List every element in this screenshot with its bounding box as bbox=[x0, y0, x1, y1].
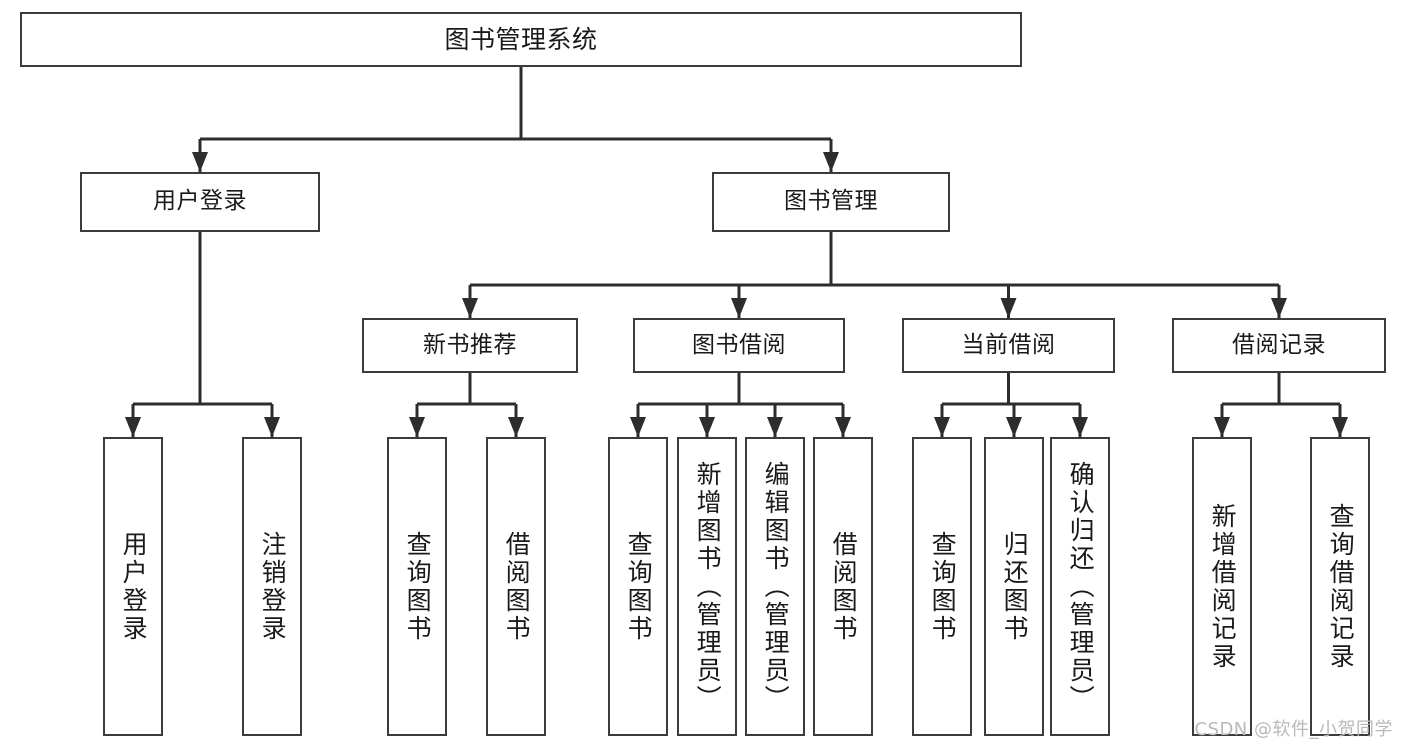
node-current[interactable]: 当前借阅 bbox=[902, 318, 1115, 373]
edge-arrowhead bbox=[630, 417, 646, 437]
node-leaf-return[interactable]: 归还图书 bbox=[984, 437, 1044, 736]
node-label: 编辑图书（管理员） bbox=[761, 460, 791, 713]
node-leaf-add-book[interactable]: 新增图书（管理员） bbox=[677, 437, 737, 736]
node-label: 新增图书（管理员） bbox=[693, 460, 723, 713]
node-label: 借阅图书 bbox=[829, 530, 859, 643]
node-label: 当前借阅 bbox=[961, 331, 1056, 358]
node-label: 用户登录 bbox=[153, 188, 247, 215]
node-login[interactable]: 用户登录 bbox=[80, 172, 320, 232]
node-label: 借阅图书 bbox=[502, 530, 532, 643]
edge-arrowhead bbox=[767, 417, 783, 437]
node-label: 图书借阅 bbox=[692, 331, 786, 358]
edge-arrowhead bbox=[823, 152, 839, 172]
node-leaf-query-rec[interactable]: 查询借阅记录 bbox=[1310, 437, 1370, 736]
node-root[interactable]: 图书管理系统 bbox=[20, 12, 1022, 67]
edge-arrowhead bbox=[1332, 417, 1348, 437]
node-records[interactable]: 借阅记录 bbox=[1172, 318, 1386, 373]
node-leaf-query-new[interactable]: 查询图书 bbox=[387, 437, 447, 736]
edge-arrowhead bbox=[125, 417, 141, 437]
edge-arrowhead bbox=[192, 152, 208, 172]
node-leaf-query-c[interactable]: 查询图书 bbox=[912, 437, 972, 736]
node-leaf-borrow-new[interactable]: 借阅图书 bbox=[486, 437, 546, 736]
node-label: 图书管理 bbox=[784, 188, 878, 215]
edge-arrowhead bbox=[508, 417, 524, 437]
edge-arrowhead bbox=[264, 417, 280, 437]
edge-arrowhead bbox=[1006, 417, 1022, 437]
node-label: 注销登录 bbox=[258, 530, 288, 643]
node-label: 查询图书 bbox=[403, 530, 433, 643]
node-label: 用户登录 bbox=[119, 530, 149, 643]
edge-arrowhead bbox=[731, 298, 747, 318]
edge-arrowhead bbox=[462, 298, 478, 318]
node-leaf-query-b[interactable]: 查询图书 bbox=[608, 437, 668, 736]
node-newbook[interactable]: 新书推荐 bbox=[362, 318, 578, 373]
node-label: 新书推荐 bbox=[423, 331, 517, 358]
node-label: 查询借阅记录 bbox=[1326, 502, 1356, 671]
node-leaf-edit-book[interactable]: 编辑图书（管理员） bbox=[745, 437, 805, 736]
edge-arrowhead bbox=[1000, 298, 1017, 318]
edge-arrowhead bbox=[1271, 298, 1287, 318]
node-leaf-login[interactable]: 用户登录 bbox=[103, 437, 163, 736]
node-leaf-borrow-b[interactable]: 借阅图书 bbox=[813, 437, 873, 736]
node-label: 确认归还（管理员） bbox=[1066, 460, 1096, 713]
edge-arrowhead bbox=[1214, 417, 1230, 437]
edge-arrowhead bbox=[699, 417, 715, 437]
edge-arrowhead bbox=[934, 417, 950, 437]
node-label: 查询图书 bbox=[624, 530, 654, 643]
edge-arrowhead bbox=[1072, 417, 1088, 437]
node-leaf-confirm[interactable]: 确认归还（管理员） bbox=[1050, 437, 1110, 736]
node-label: 归还图书 bbox=[1000, 530, 1030, 643]
node-label: 借阅记录 bbox=[1232, 331, 1326, 358]
node-label: 查询图书 bbox=[928, 530, 958, 643]
node-label: 新增借阅记录 bbox=[1208, 502, 1238, 671]
node-leaf-add-rec[interactable]: 新增借阅记录 bbox=[1192, 437, 1252, 736]
watermark: CSDN @软件_小贺同学 bbox=[1194, 719, 1393, 740]
node-borrow[interactable]: 图书借阅 bbox=[633, 318, 845, 373]
node-bookmgmt[interactable]: 图书管理 bbox=[712, 172, 950, 232]
node-leaf-logout[interactable]: 注销登录 bbox=[242, 437, 302, 736]
edge-arrowhead bbox=[409, 417, 425, 437]
edge-arrowhead bbox=[835, 417, 851, 437]
node-label: 图书管理系统 bbox=[444, 24, 598, 54]
